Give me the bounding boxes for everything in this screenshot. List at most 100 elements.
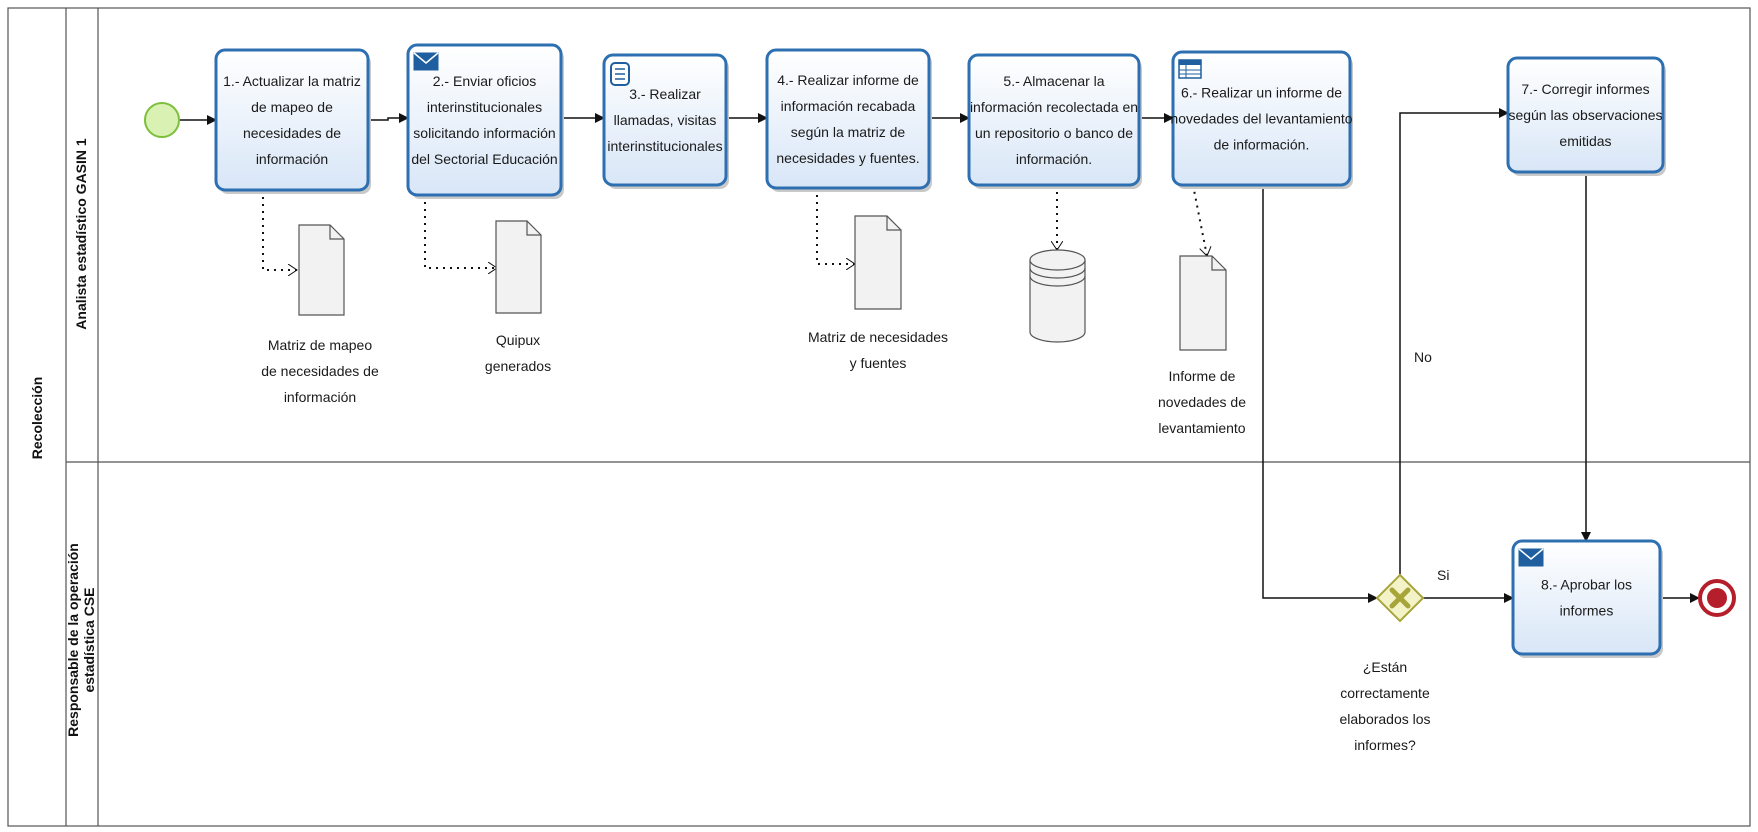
task-3[interactable]: 3.- Realizar llamadas, visitas interinstit… <box>602 53 729 189</box>
task-5[interactable]: 5.- Almacenar la información recolectada … <box>967 53 1142 189</box>
task-7-label-line: según las observaciones <box>1508 107 1662 123</box>
task-box <box>765 48 931 190</box>
assoc-t2-a2 <box>424 195 497 268</box>
lane-title-analista: Analista estadístico GASIN 1 <box>73 138 89 330</box>
task-7-label-line: emitidas <box>1559 133 1611 149</box>
document-fold <box>329 225 344 240</box>
data-object-3-label-line: y fuentes <box>850 355 907 371</box>
table-icon <box>1178 59 1202 79</box>
task-4-label-line: según la matriz de <box>791 124 906 140</box>
task-4-label-line: información recabada <box>781 98 916 114</box>
lane-title-responsable: Responsable de la operación estadística … <box>65 543 97 737</box>
database-ring <box>1029 267 1086 279</box>
gateway-label: ¿Están correctamente elaborados los info… <box>1339 659 1430 753</box>
data-object-2-label-line: generados <box>485 358 551 374</box>
data-object-1-label-line: de necesidades de <box>261 363 379 379</box>
task-2-label-line: interinstitucionales <box>427 99 542 115</box>
data-object-5-label-line: levantamiento <box>1158 420 1245 436</box>
task-1-label-line: 1.- Actualizar la matriz <box>223 73 361 89</box>
data-store[interactable] <box>1029 249 1086 343</box>
task-2-label-line: solicitando información <box>413 125 555 141</box>
flow-gateway-t7-no <box>1399 108 1509 576</box>
task-2-label-line: del Sectorial Educación <box>411 151 557 167</box>
task-8-label-line: 8.- Aprobar los <box>1541 577 1632 593</box>
data-object-2-label-line: Quipux <box>496 332 540 348</box>
task-2[interactable]: 2.- Enviar oficios interinstitucionales so… <box>406 43 564 199</box>
task-6-label-line: de información. <box>1214 137 1310 153</box>
flow-t1-t2 <box>368 113 409 123</box>
data-object-1-label-line: Matriz de mapeo <box>268 337 372 353</box>
task-box <box>1171 50 1352 187</box>
task-7[interactable]: 7.- Corregir informes según las observaci… <box>1506 56 1666 176</box>
data-object-1-label-line: información <box>284 389 356 405</box>
task-box <box>214 48 370 192</box>
tasks: 1.- Actualizar la matriz de mapeo de neces… <box>214 43 1666 658</box>
pool-title: Recolección <box>29 377 45 459</box>
data-object-5[interactable]: Informe de novedades de levantamiento <box>1158 255 1246 436</box>
document-icon <box>854 215 902 310</box>
task-1[interactable]: 1.- Actualizar la matriz de mapeo de neces… <box>214 48 371 194</box>
database-icon <box>1029 260 1086 343</box>
script-icon <box>610 62 630 86</box>
document-fold <box>526 221 541 236</box>
data-object-5-label-line: novedades de <box>1158 394 1246 410</box>
exclusive-gateway[interactable] <box>1375 573 1425 623</box>
gateway-label-line-2: correctamente <box>1340 685 1430 701</box>
task-1-label-line: información <box>256 151 328 167</box>
gateway-label-line-3: elaborados los <box>1339 711 1430 727</box>
gateway-label-line-1: ¿Están <box>1363 659 1407 675</box>
data-object-5-label-line: Informe de <box>1169 368 1236 384</box>
task-6[interactable]: 6.- Realizar un informe de novedades del … <box>1170 50 1353 189</box>
document-icon <box>495 220 542 314</box>
associations <box>262 184 1207 270</box>
task-box <box>1506 56 1665 174</box>
task-5-label-line: un repositorio o banco de <box>975 125 1133 141</box>
task-8-label-line: informes <box>1560 603 1614 619</box>
document-fold <box>1211 256 1226 271</box>
x-marker-icon <box>1389 587 1411 609</box>
task-box <box>406 43 563 197</box>
task-5-label-line: 5.- Almacenar la <box>1003 73 1104 89</box>
document-icon <box>1179 255 1227 351</box>
task-3-label-line: 3.- Realizar <box>629 86 701 102</box>
task-6-label-line: novedades del levantamiento <box>1170 111 1352 127</box>
data-object-3-label-line: Matriz de necesidades <box>808 329 948 345</box>
task-7-label-line: 7.- Corregir informes <box>1521 81 1649 97</box>
task-3-label-line: interinstitucionales <box>607 138 722 154</box>
flow-label-yes: Si <box>1437 567 1449 583</box>
envelope-icon <box>413 52 439 71</box>
envelope-icon <box>1518 548 1544 567</box>
lane-title-line-2: estadística CSE <box>81 587 97 692</box>
gateway-label-line-4: informes? <box>1354 737 1416 753</box>
assoc-t6-a5 <box>1192 184 1207 256</box>
artifacts: Matriz de mapeo de necesidades de informac… <box>261 215 1246 436</box>
document-fold <box>886 216 901 231</box>
lane-title-line-1: Responsable de la operación <box>65 543 81 737</box>
task-8[interactable]: 8.- Aprobar los informes <box>1511 539 1663 658</box>
task-6-label-line: 6.- Realizar un informe de <box>1181 85 1342 101</box>
database-top <box>1029 249 1086 271</box>
task-4[interactable]: 4.- Realizar informe de información recab… <box>765 48 932 192</box>
data-object-2[interactable]: Quipux generados <box>485 220 551 374</box>
task-1-label-line: necesidades de <box>243 125 341 141</box>
data-object-3[interactable]: Matriz de necesidades y fuentes <box>808 215 948 371</box>
task-1-label-line: de mapeo de <box>251 99 333 115</box>
task-box <box>602 53 728 187</box>
task-4-label-line: 4.- Realizar informe de <box>777 72 919 88</box>
start-event[interactable] <box>144 102 180 138</box>
task-box <box>967 53 1141 187</box>
document-icon <box>298 224 345 316</box>
task-5-label-line: información recolectada en <box>970 99 1138 115</box>
task-box <box>1511 539 1662 656</box>
sequence-flows <box>180 108 1700 603</box>
task-5-label-line: información. <box>1016 151 1092 167</box>
flow-label-no: No <box>1414 349 1432 365</box>
task-3-label-line: llamadas, visitas <box>614 112 717 128</box>
task-2-label-line: 2.- Enviar oficios <box>433 73 536 89</box>
end-event[interactable] <box>1698 579 1736 617</box>
flow-t6-gateway <box>1262 185 1378 603</box>
database-ring <box>1029 275 1086 287</box>
data-object-1[interactable]: Matriz de mapeo de necesidades de informac… <box>261 224 379 405</box>
task-4-label-line: necesidades y fuentes. <box>776 150 919 166</box>
